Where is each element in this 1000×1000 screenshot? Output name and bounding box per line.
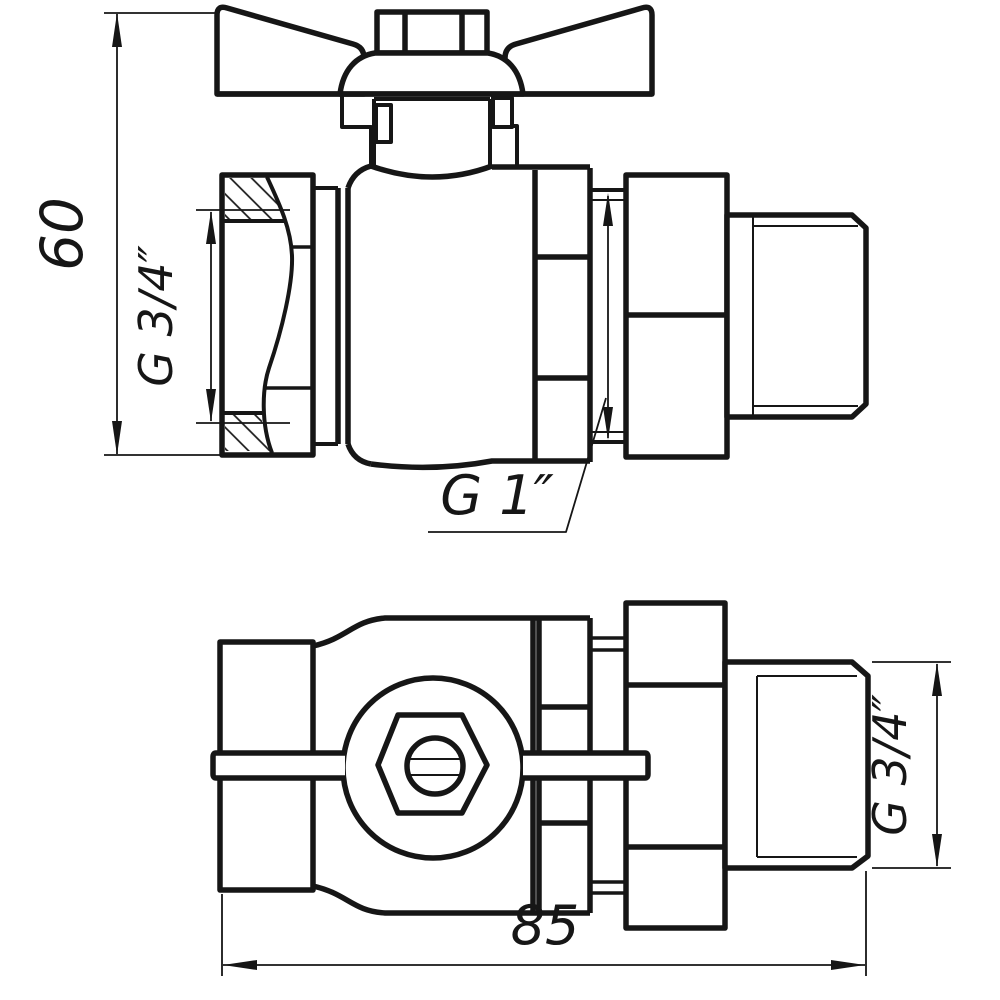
- handle-dome: [337, 50, 526, 97]
- dim-g34r-ext: [872, 661, 951, 869]
- male-thread-crest-front: [753, 225, 858, 407]
- stem-top-circle: [404, 735, 466, 797]
- butterfly-handle: [214, 4, 655, 97]
- body-shoulder-top-left: [345, 163, 372, 189]
- dim-g34r-arrow-up: [932, 663, 942, 696]
- dim-inlet-thread: G 3/4″: [129, 209, 290, 424]
- male-thread-front: [724, 212, 869, 420]
- bonnet-lug-left: [374, 103, 393, 144]
- handle-nut: [374, 9, 490, 56]
- dim-g1-leader: [428, 397, 607, 533]
- dim-60-label: 60: [28, 197, 96, 271]
- dim-85-label: 85: [511, 894, 580, 957]
- dim-60-arrow-up: [112, 13, 122, 47]
- union-stub-plan: [590, 636, 626, 895]
- handle-wing-right: [502, 4, 655, 97]
- dim-g1-arrow-up: [603, 193, 613, 226]
- front-section-view: 60: [28, 4, 869, 533]
- male-thread-plan: [722, 659, 871, 871]
- body-bottom-edge: [370, 458, 590, 471]
- dim-60-arrow-down: [112, 421, 122, 455]
- union-nut-facets-plan: [626, 682, 725, 850]
- plan-view: 85 G 3/4″: [210, 600, 951, 976]
- ball-top-arc: [370, 163, 493, 180]
- inlet-socket-section: [219, 172, 316, 458]
- bonnet-step-left: [340, 94, 373, 166]
- dim-85-arrow-left: [223, 960, 257, 970]
- dim-union-thread: G 1″: [428, 193, 613, 533]
- male-thread-outline-front: [724, 212, 869, 420]
- body-plan-bottom: [312, 883, 590, 916]
- dim-overall-height: 60: [28, 12, 226, 456]
- dim-g34l-ext: [196, 209, 290, 424]
- socket-bore-lines: [266, 245, 313, 390]
- dim-g34l-label: G 3/4″: [129, 245, 183, 386]
- handle-nut-facets: [402, 12, 465, 53]
- dim-85-arrow-right: [831, 960, 865, 970]
- handle-bar-right: [523, 750, 651, 781]
- neck-connectors: [314, 186, 338, 446]
- dim-overall-length: 85: [221, 871, 867, 976]
- dim-g1-label: G 1″: [440, 464, 554, 527]
- bonnet-lug-right: [491, 96, 514, 129]
- body-plan-top: [312, 615, 590, 649]
- stub-outer-lines: [590, 188, 626, 444]
- handle-bar-left: [210, 750, 345, 781]
- male-thread-crest-plan: [757, 675, 857, 858]
- union-nut-front: [623, 172, 730, 460]
- male-thread-outline-plan: [722, 659, 871, 871]
- dim-g34l-arrow-up: [206, 211, 216, 244]
- thread-profile-curve: [261, 176, 295, 454]
- dim-g34r-arrow-down: [932, 834, 942, 867]
- hex-collar-flats-front: [535, 254, 590, 381]
- hex-collar-flats-plan: [539, 704, 590, 826]
- inlet-neck-ring: [335, 188, 351, 444]
- stem-slot: [409, 758, 461, 776]
- stem-bonnet: [340, 94, 519, 166]
- dim-g34l-arrow-down: [206, 389, 216, 422]
- body-shoulder-bottom-left: [345, 443, 372, 467]
- valve-body-front: [314, 163, 593, 471]
- dim-outlet-thread: G 3/4″: [863, 661, 951, 869]
- dim-g34r-label: G 3/4″: [863, 694, 917, 835]
- dim-g1-arrow-down: [603, 407, 613, 440]
- dim-85-ext: [221, 871, 867, 976]
